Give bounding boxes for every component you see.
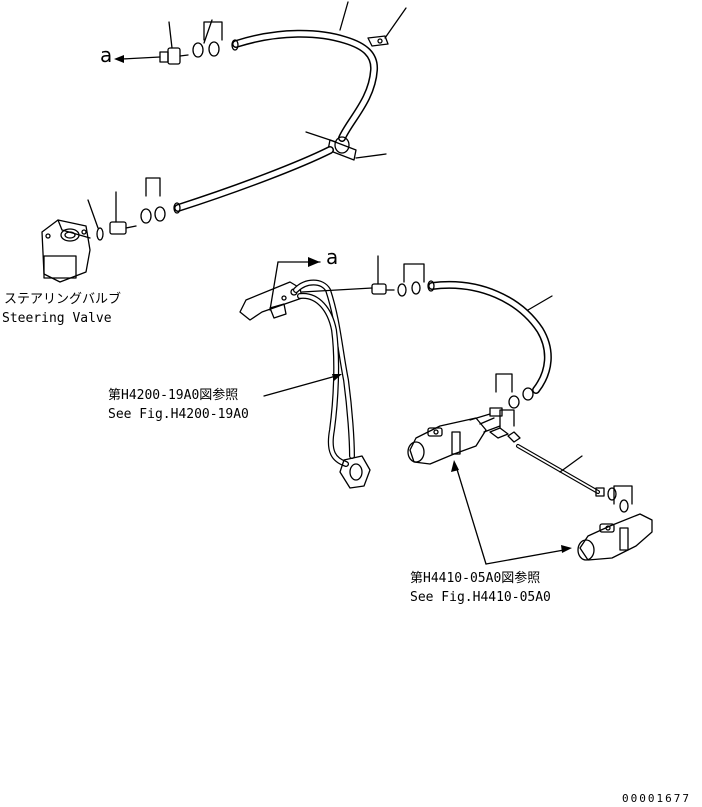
steering-valve-label-jp: ステアリングバルブ (4, 292, 122, 307)
top-fitting (159, 21, 189, 65)
ref-a-mid: a (326, 245, 339, 269)
brake-pipe-assembly (239, 255, 425, 489)
arrow-head-a-top (114, 55, 124, 63)
master-cylinder-lower (577, 513, 653, 561)
drawing-number: 00001677 (622, 792, 691, 805)
right-hose (427, 280, 553, 421)
master-cylinder-upper (407, 417, 501, 465)
top-hose-inner (233, 31, 377, 141)
ref-a-top: a (100, 43, 113, 67)
steering-valve (41, 219, 91, 283)
fig2-ref-jp: 第H4410-05A0図参照 (410, 571, 541, 586)
steering-valve-label-en: Steering Valve (2, 311, 112, 326)
top-clamps (192, 19, 223, 58)
lower-hose-inner (175, 147, 333, 211)
lower-fitting (87, 191, 137, 241)
fig1-ref-en: See Fig.H4200-19A0 (108, 407, 249, 422)
fig2-leaders (451, 460, 572, 565)
fig2-ref-en: See Fig.H4410-05A0 (410, 590, 551, 605)
fig1-ref-jp: 第H4200-19A0図参照 (108, 388, 239, 403)
lower-clamps (140, 177, 166, 224)
top-hose-assembly (87, 1, 407, 241)
arrow-a-top (121, 56, 161, 60)
pushrod (489, 409, 633, 513)
